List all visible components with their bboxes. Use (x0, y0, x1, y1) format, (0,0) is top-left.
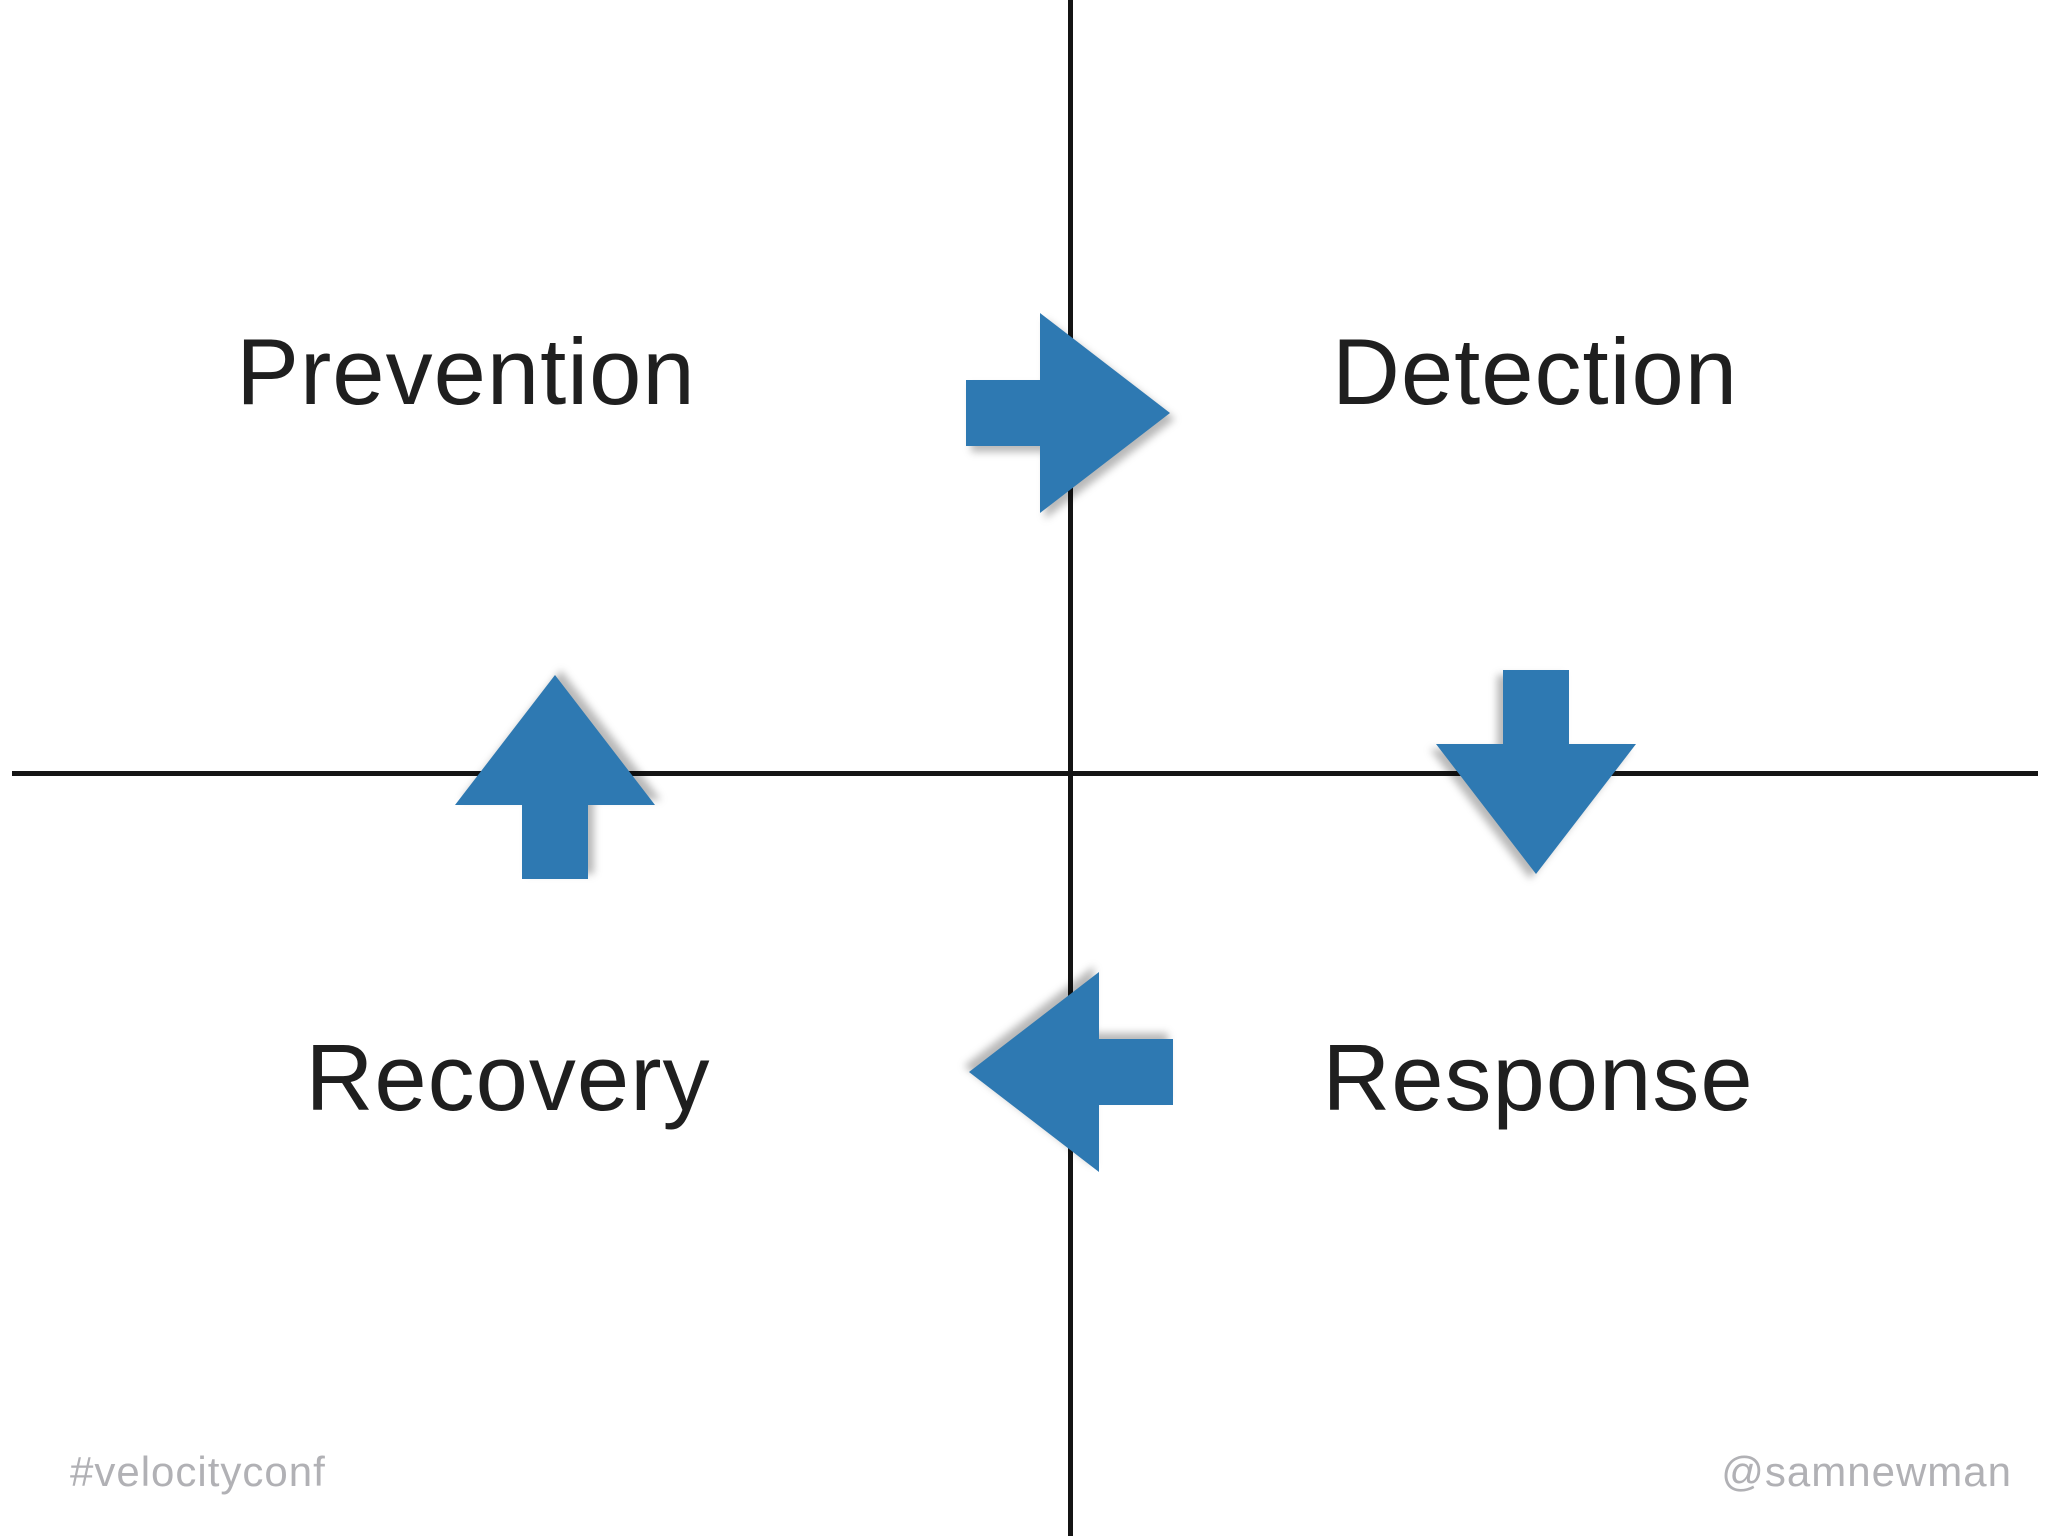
cycle-arrow-right-icon (966, 313, 1170, 513)
quadrant-label-prevention: Prevention (236, 319, 696, 424)
quadrant-label-recovery: Recovery (305, 1025, 711, 1130)
horizontal-axis-line (12, 771, 2038, 776)
cycle-arrow-down-icon (1436, 670, 1636, 874)
vertical-axis-line (1068, 0, 1073, 1536)
author-handle: @samnewman (1721, 1448, 2012, 1495)
quadrant-label-response: Response (1322, 1025, 1754, 1130)
cycle-arrow-left-icon (969, 972, 1173, 1172)
conference-hashtag: #velocityconf (70, 1448, 326, 1495)
cycle-arrow-up-icon (455, 675, 655, 879)
quadrant-label-detection: Detection (1331, 319, 1739, 424)
